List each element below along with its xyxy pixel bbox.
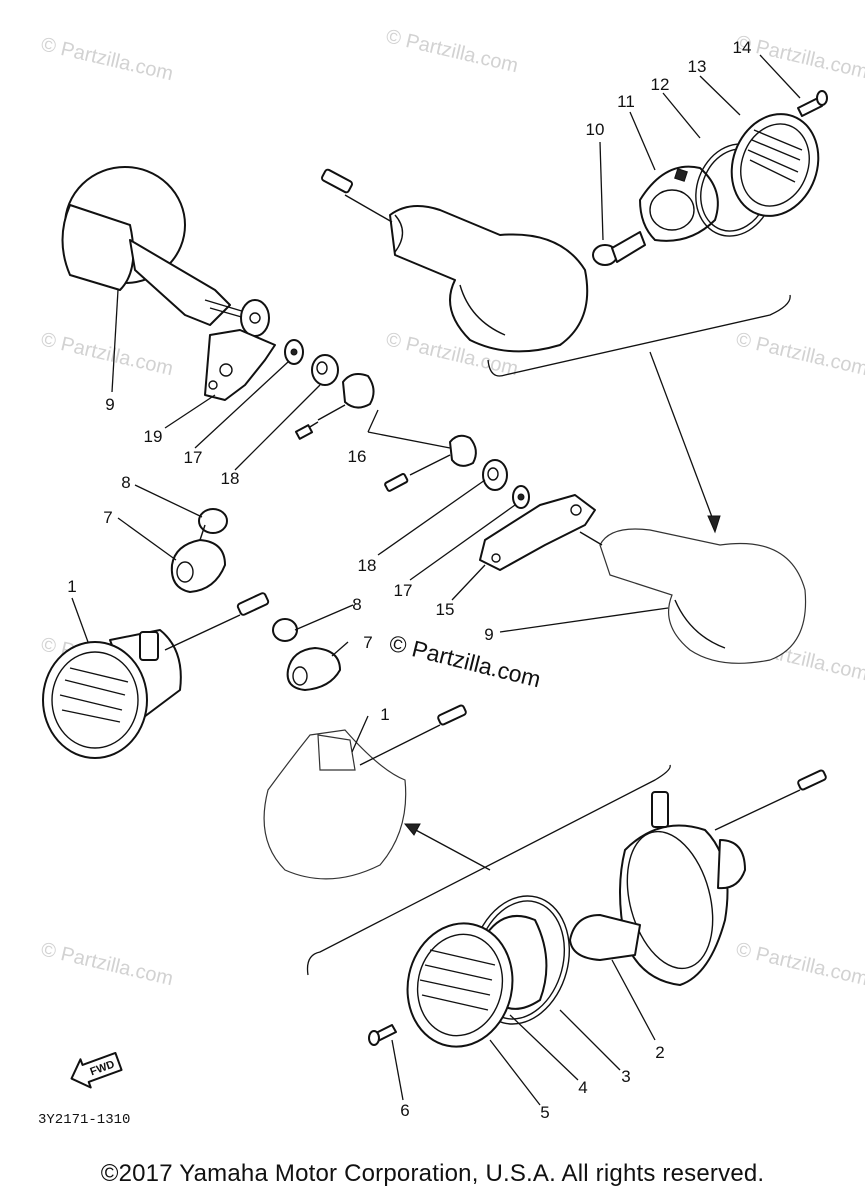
callout-17: 17: [394, 581, 413, 600]
bulb-2: [569, 914, 641, 961]
callout-17: 17: [184, 448, 203, 467]
callout-14: 14: [733, 38, 752, 57]
screw-6: [368, 1024, 397, 1046]
bulb-10: [592, 231, 646, 266]
watermark-text: © Partzilla.com: [39, 938, 175, 990]
callout-7: 7: [103, 508, 112, 527]
callout-3: 3: [621, 1067, 630, 1086]
washer-17-left: [284, 339, 304, 365]
callout-13: 13: [688, 57, 707, 76]
washer-17-right: [512, 485, 530, 509]
watermark-text: © Partzilla.com: [39, 33, 175, 85]
flasher-assembly-1-center: [263, 704, 467, 880]
callout-6: 6: [400, 1101, 409, 1120]
callout-9: 9: [484, 625, 493, 644]
copyright-notice: ©2017 Yamaha Motor Corporation, U.S.A. A…: [100, 1160, 765, 1187]
callout-2: 2: [655, 1043, 664, 1062]
bracket-7-center: [286, 647, 341, 691]
flasher-body-right-rear: [320, 168, 589, 353]
callout-8: 8: [121, 473, 130, 492]
callout-4: 4: [578, 1078, 587, 1097]
watermark-center: © Partzilla.com: [387, 630, 544, 693]
lens-13: [730, 113, 820, 217]
callout-7: 7: [363, 633, 372, 652]
callout-1: 1: [380, 705, 389, 724]
reflector-11: [639, 165, 719, 242]
watermark-text: © Partzilla.com: [39, 328, 175, 380]
socket-cover-16-left: [294, 373, 375, 440]
exploded-view-drawing: © Partzilla.com © Partzilla.com © Partzi…: [38, 25, 865, 1128]
callout-10: 10: [586, 120, 605, 139]
callout-numbers: 9 19 17 18 16 8 7 1 18 17 15 9 8 7 1 10 …: [67, 38, 751, 1122]
bracket-7-left: [170, 524, 226, 593]
callout-19: 19: [144, 427, 163, 446]
nut-8-center: [272, 618, 298, 642]
callout-8: 8: [352, 595, 361, 614]
callout-11: 11: [617, 92, 635, 111]
group-bracket-bottom: [306, 764, 671, 976]
assembly-arrow-top: [649, 351, 716, 526]
callout-12: 12: [651, 75, 670, 94]
callout-16: 16: [348, 447, 367, 466]
assembly-arrow-bottom: [411, 827, 491, 871]
flasher-body-right-front: [579, 528, 807, 664]
callout-18: 18: [358, 556, 377, 575]
watermark-text: © Partzilla.com: [734, 31, 865, 83]
arrow-head-top: [707, 515, 721, 534]
arrow-head-bottom: [403, 823, 421, 836]
watermark-text: © Partzilla.com: [734, 938, 865, 990]
nut-8-left: [198, 508, 228, 534]
callout-15: 15: [436, 600, 455, 619]
socket-cover-16-right: [384, 434, 477, 492]
housing-bottom: [619, 769, 827, 986]
bracket-19: [204, 329, 276, 401]
flasher-body-left-rear: [61, 166, 270, 337]
callout-18: 18: [221, 469, 240, 488]
fwd-arrow-icon: FWD: [70, 1051, 123, 1089]
bracket-15: [479, 494, 596, 571]
drawing-code: 3Y2171-1310: [38, 1112, 130, 1128]
leader-lines: [71, 54, 801, 1106]
lens-5: [406, 922, 514, 1048]
callout-9: 9: [105, 395, 114, 414]
watermark-text: © Partzilla.com: [734, 328, 865, 380]
grommet-18-right: [482, 459, 508, 491]
flasher-assembly-1-left: [42, 592, 270, 759]
grommet-18-left: [311, 354, 339, 386]
screw-14: [797, 90, 828, 117]
watermark-text: © Partzilla.com: [384, 25, 520, 77]
group-bracket-top: [487, 294, 791, 377]
callout-5: 5: [540, 1103, 549, 1122]
callout-1: 1: [67, 577, 76, 596]
